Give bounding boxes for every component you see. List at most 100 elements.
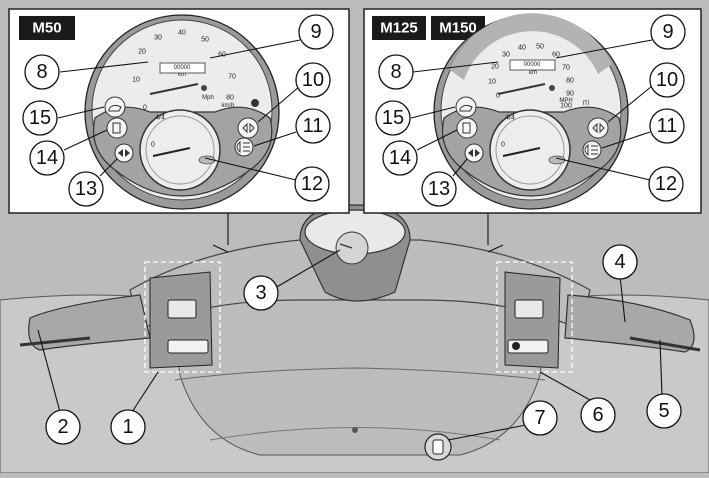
callout-5-text: 5 bbox=[658, 400, 669, 422]
left-controls-outline bbox=[144, 261, 221, 373]
callout-15-left-text: 15 bbox=[29, 107, 51, 129]
callout-12-right bbox=[648, 166, 684, 202]
m125-tick-50: 50 bbox=[536, 44, 544, 51]
callout-11-right-text: 11 bbox=[657, 115, 678, 137]
m125-tick-80: 80 bbox=[566, 78, 574, 85]
m50-fuel-empty: 0 bbox=[151, 142, 155, 149]
m125-tick-100: 100 bbox=[560, 103, 572, 110]
m50-odometer bbox=[159, 62, 206, 74]
m50-tick-20: 20 bbox=[138, 49, 146, 56]
callout-6 bbox=[580, 397, 616, 433]
m125-tick-90: 90 bbox=[566, 91, 574, 98]
m125-turn-left-light bbox=[464, 143, 484, 163]
m50-tick-10: 10 bbox=[132, 77, 140, 84]
callout-3 bbox=[243, 275, 279, 311]
m50-odometer-digits: 00000 bbox=[174, 65, 191, 71]
m125-speed-needle bbox=[497, 83, 546, 95]
m125-odometer-digits: 00000 bbox=[524, 62, 541, 68]
callout-4-text: 4 bbox=[614, 251, 625, 273]
callout-14-left bbox=[29, 140, 65, 176]
model-tag-m50-text: M50 bbox=[32, 20, 61, 37]
m125-tick-10: 10 bbox=[488, 79, 496, 86]
model-tag-m125-text: M125 bbox=[380, 20, 418, 37]
callout-10-left bbox=[295, 62, 331, 98]
m125-tick-30: 30 bbox=[502, 52, 510, 59]
m125-speed-ticks: 0 10 20 30 40 50 60 70 80 90 100 MPH km … bbox=[488, 44, 590, 110]
m125-turn-right-light bbox=[587, 117, 609, 139]
m125-oil-light bbox=[455, 96, 477, 118]
m50-tick-60: 60 bbox=[218, 52, 226, 59]
callout-14-left-text: 14 bbox=[36, 147, 58, 169]
callout-9-left bbox=[298, 14, 334, 50]
callout-12-left-text: 12 bbox=[301, 173, 323, 195]
callout-11-right bbox=[649, 108, 685, 144]
callout-11-left-text: 11 bbox=[303, 115, 324, 137]
callout-5 bbox=[646, 393, 682, 429]
callout-13-left bbox=[68, 171, 104, 207]
m50-fuel-full: 4/4 bbox=[155, 115, 165, 122]
m125-tick-40: 40 bbox=[518, 45, 526, 52]
callout-9-right-text: 9 bbox=[662, 21, 673, 43]
m125-fuel-full: 4/4 bbox=[505, 115, 515, 122]
m50-tick-80: 80 bbox=[226, 95, 234, 102]
m50-unit-mph: Mph bbox=[202, 95, 214, 101]
callout-7 bbox=[522, 400, 558, 436]
callout-12-right-text: 12 bbox=[655, 173, 677, 195]
m50-speed-needle bbox=[149, 83, 199, 95]
callout-10-left-text: 10 bbox=[302, 69, 324, 91]
callout-10-right bbox=[649, 62, 685, 98]
m125-tick-20: 20 bbox=[491, 64, 499, 71]
m125-tick-60: 60 bbox=[552, 52, 560, 59]
m125-odometer bbox=[509, 59, 556, 71]
m125-indicator-text: ITI bbox=[583, 101, 590, 107]
m50-tick-70: 70 bbox=[228, 74, 236, 81]
right-grip bbox=[564, 294, 695, 353]
callout-4 bbox=[602, 244, 638, 280]
callout-2 bbox=[45, 409, 81, 445]
callout-9-right bbox=[650, 14, 686, 50]
callout-9-left-text: 9 bbox=[310, 21, 321, 43]
callout-13-right bbox=[421, 171, 457, 207]
m50-turn-left-light bbox=[114, 143, 134, 163]
callout-15-right-text: 15 bbox=[382, 107, 404, 129]
callout-14-right-text: 14 bbox=[389, 147, 411, 169]
model-tag-m50 bbox=[19, 16, 75, 40]
m50-tick-30: 30 bbox=[154, 35, 162, 42]
callout-10-right-text: 10 bbox=[656, 69, 678, 91]
callout-8-right bbox=[378, 54, 414, 90]
callout-15-left bbox=[22, 100, 58, 136]
callout-12-left bbox=[294, 166, 330, 202]
panel-m125-m150: M125 M150 0 10 20 30 40 50 60 70 80 90 1… bbox=[363, 8, 702, 214]
m125-fuel-empty: 0 bbox=[501, 142, 505, 149]
callout-13-left-text: 13 bbox=[75, 178, 97, 200]
callout-11-left bbox=[295, 108, 331, 144]
handlebar-scene bbox=[0, 204, 709, 474]
m125-tick-0: 0 bbox=[496, 93, 500, 100]
callout-13-right-text: 13 bbox=[428, 178, 450, 200]
m50-unit-km: km bbox=[178, 72, 186, 78]
panel-m50: M50 0 10 20 30 40 50 60 70 80 Mph km/h k… bbox=[8, 8, 350, 214]
m50-fuel-light bbox=[106, 117, 128, 139]
model-tag-m125 bbox=[372, 16, 426, 40]
m125-tick-70: 70 bbox=[562, 65, 570, 72]
m50-oil-light bbox=[104, 96, 126, 118]
callout-6-text: 6 bbox=[592, 404, 603, 426]
left-switch-block bbox=[149, 271, 213, 369]
m50-speed-ticks: 0 10 20 30 40 50 60 70 80 Mph km/h km bbox=[132, 30, 236, 112]
m50-tick-0: 0 bbox=[143, 105, 147, 112]
right-switch-block bbox=[504, 271, 561, 369]
m125-unit-mph: MPH bbox=[559, 98, 572, 104]
callout-14-right bbox=[382, 140, 418, 176]
right-controls-outline bbox=[496, 261, 573, 373]
model-tag-m150-text: M150 bbox=[439, 20, 477, 37]
m50-tick-50: 50 bbox=[201, 37, 209, 44]
callout-7-text: 7 bbox=[534, 407, 545, 429]
callout-8-right-text: 8 bbox=[390, 61, 401, 83]
callout-1 bbox=[110, 409, 146, 445]
m125-unit-km: km bbox=[529, 70, 537, 76]
callout-8-left bbox=[24, 54, 60, 90]
callout-1-text: 1 bbox=[122, 416, 133, 438]
callout-8-left-text: 8 bbox=[36, 61, 47, 83]
